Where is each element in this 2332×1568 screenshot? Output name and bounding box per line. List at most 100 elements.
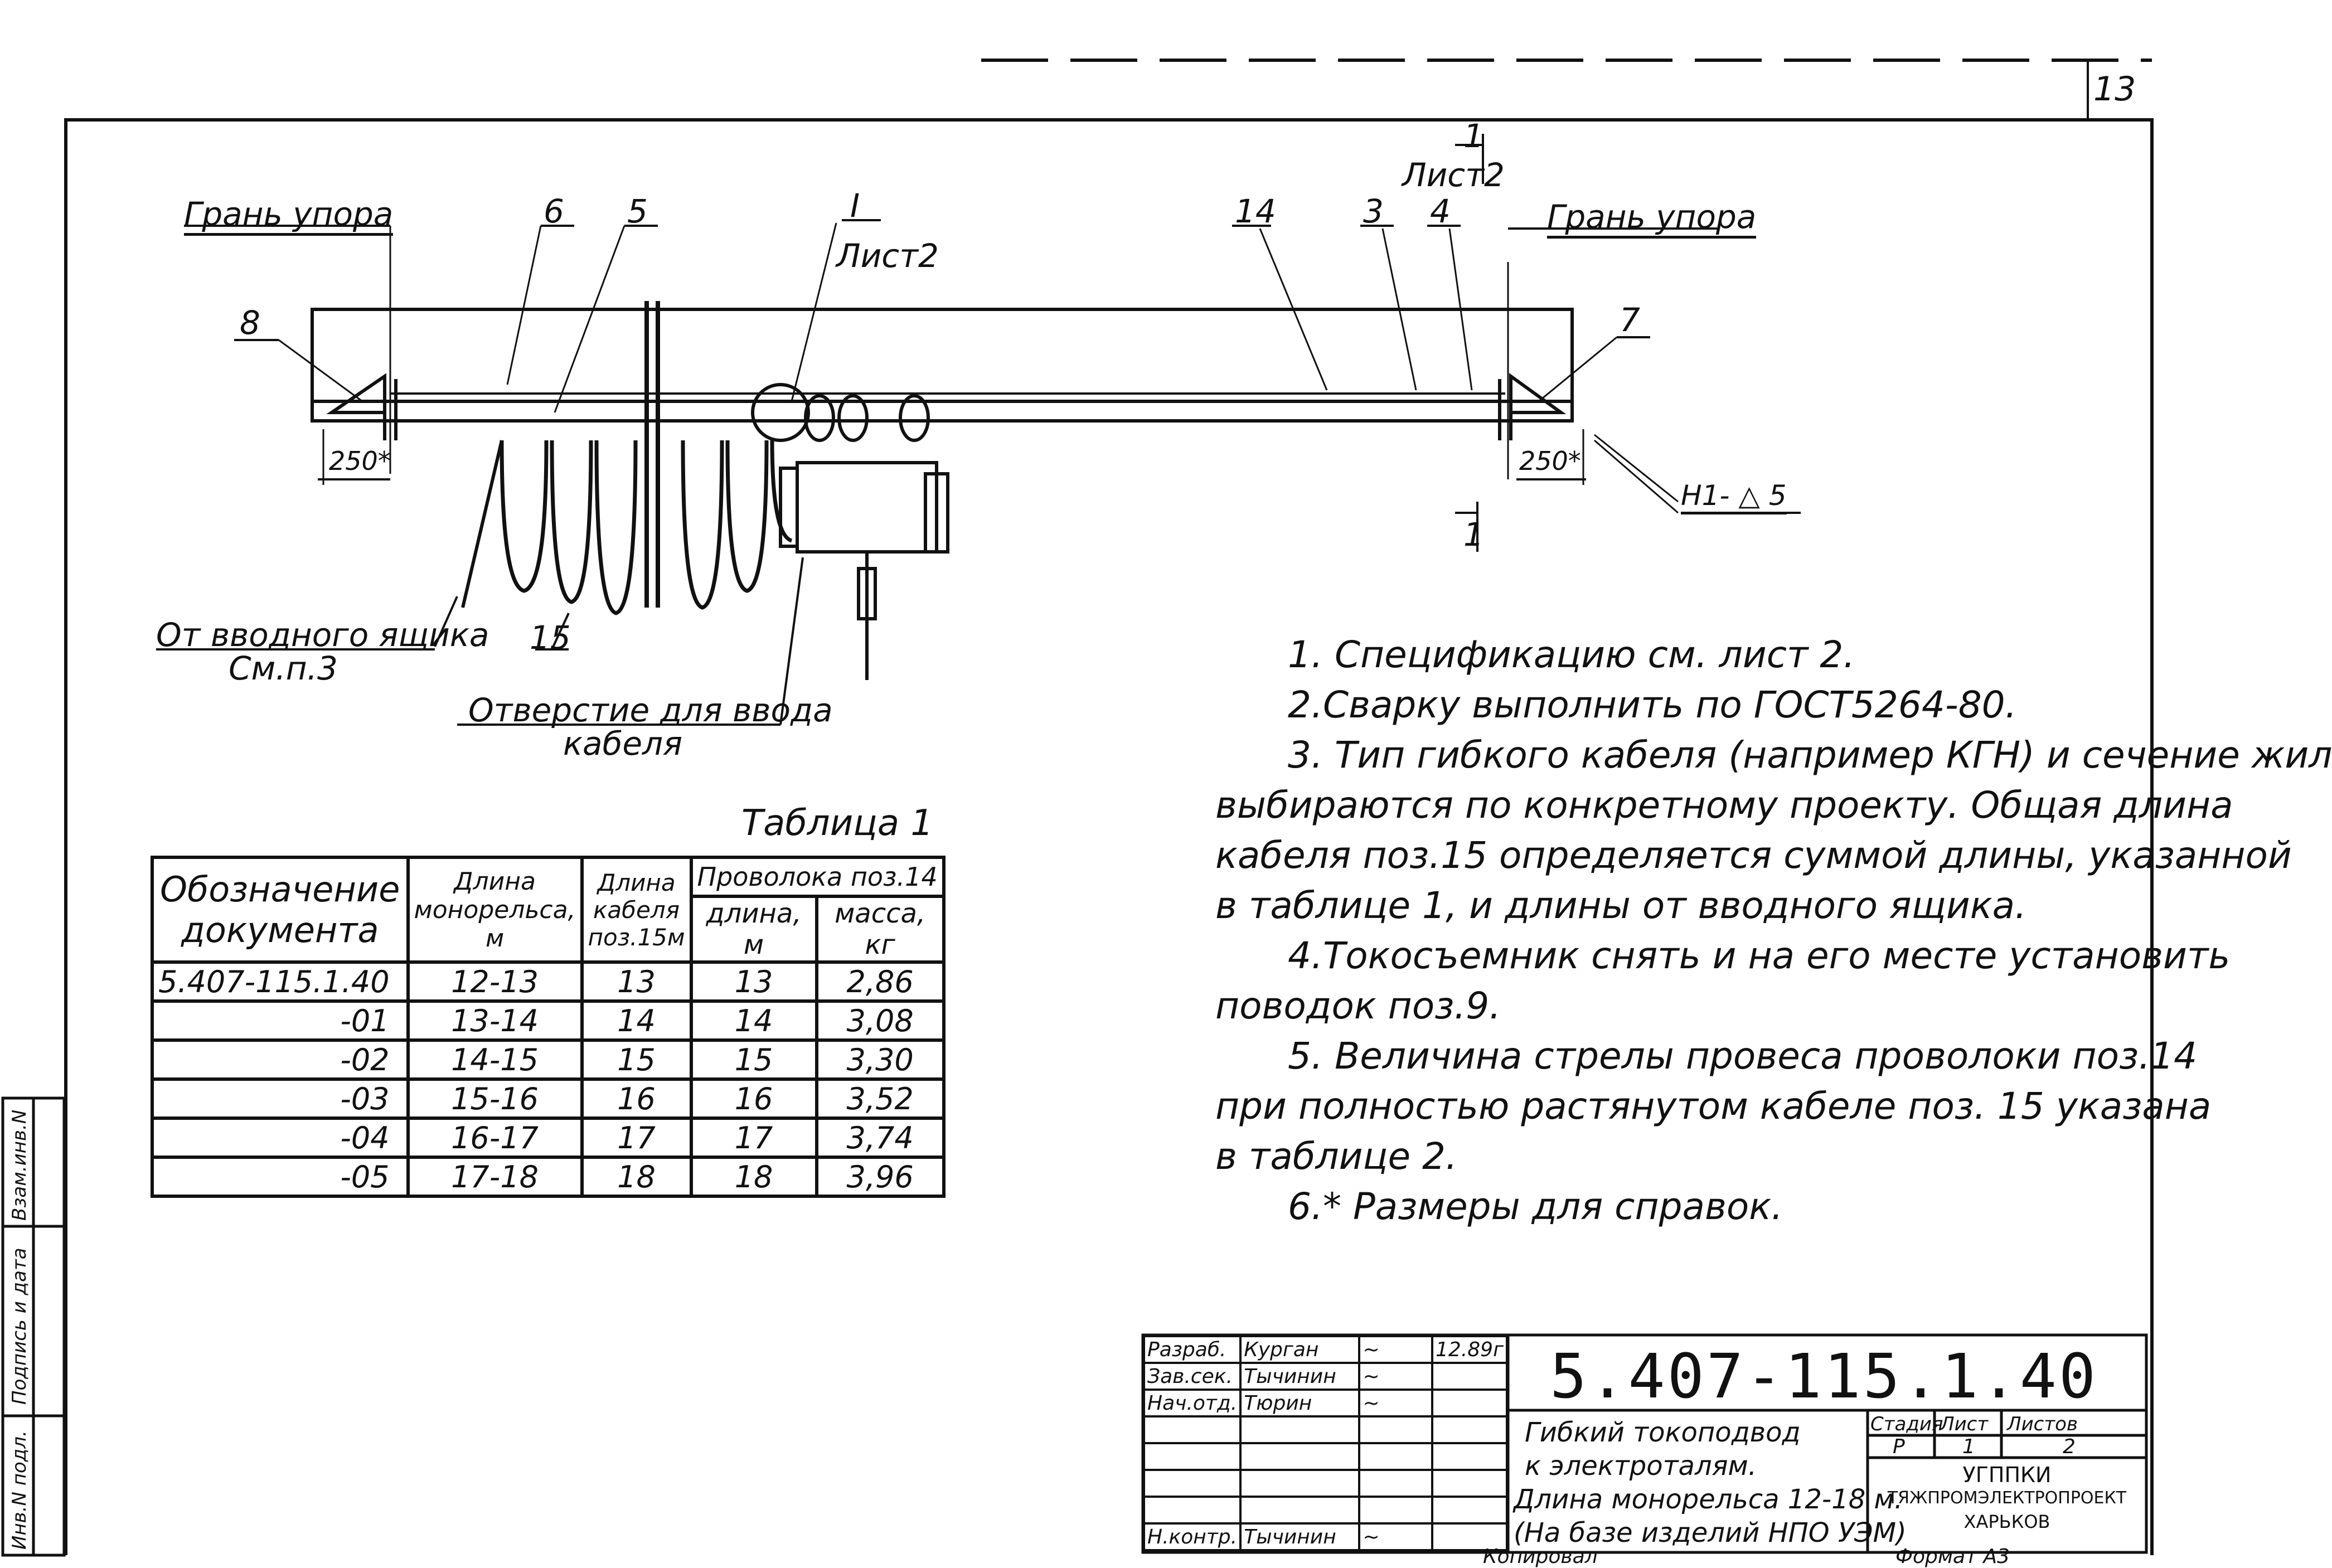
table-row: Разраб.Курган~12.89г — [1142, 1335, 1508, 1364]
role-cell — [1142, 1415, 1242, 1444]
note-3-cont-1: выбираются по конкретному проекту. Общая… — [1215, 784, 2233, 827]
name-cell: Курган — [1239, 1335, 1361, 1364]
document-title-line: к электроталям. — [1525, 1450, 1757, 1482]
note-6: 6.* Размеры для справок. — [1288, 1185, 1783, 1228]
table1-header-wire-mass: масса, кг — [814, 895, 946, 964]
document-title-line: Гибкий токоподвод — [1525, 1417, 1801, 1448]
signature-icon: ~ — [1358, 1335, 1434, 1364]
table-cell: 14 — [689, 999, 818, 1042]
table-row: -01 13-14 14 14 3,08 — [151, 999, 946, 1042]
table-cell: 5.407-115.1.40 — [151, 960, 410, 1003]
table-row: Зав.сек.Тычинин~ — [1142, 1362, 1508, 1391]
electric-hoist — [751, 383, 949, 680]
sheet-frame — [64, 118, 2154, 1555]
table1-header-designation: Обозначение документа — [151, 856, 410, 964]
label-list2-node: Лист2 — [836, 237, 939, 275]
organization: УГППКИ ТЯЖПРОМЭЛЕКТРОПРОЕКТ ХАРЬКОВ — [1870, 1463, 2144, 1533]
organization-line: ХАРЬКОВ — [1963, 1511, 2050, 1532]
sheets-value: 2 — [2063, 1435, 2076, 1458]
document-title: Гибкий токоподвод к электроталям. Длина … — [1514, 1416, 1907, 1550]
stage-value: Р — [1893, 1435, 1905, 1458]
table-cell: 3,52 — [814, 1077, 946, 1120]
table1-header-cable: Длина кабеля поз.15м — [580, 856, 693, 964]
name-cell — [1239, 1442, 1361, 1471]
table-cell: -01 — [151, 999, 410, 1042]
label-weld: Н1- △ 5 — [1681, 479, 1787, 514]
label-hole-1: Отверстие для ввода — [468, 691, 833, 729]
title-block-signatures: Разраб.Курган~12.89г Зав.сек.Тычинин~ На… — [1142, 1335, 1508, 1551]
label-pos-15: 15 — [530, 619, 571, 657]
side-stamp-frame — [1, 1096, 66, 1557]
table-cell: 2,86 — [814, 960, 946, 1003]
table-cell: 15-16 — [406, 1077, 584, 1120]
table-cell: 16-17 — [406, 1116, 584, 1159]
table-row — [1142, 1469, 1508, 1498]
label-pos-8: 8 — [240, 304, 260, 342]
note-1: 1. Спецификацию см. лист 2. — [1288, 633, 1855, 676]
table-cell: 3,96 — [814, 1156, 946, 1198]
signature-icon: ~ — [1358, 1362, 1434, 1391]
table-row — [1142, 1442, 1508, 1471]
side-replace-inv: Взам.инв.N — [8, 1109, 31, 1221]
table-cell: 14-15 — [406, 1038, 584, 1081]
date-cell: 12.89г — [1431, 1335, 1508, 1364]
label-pos-5: 5 — [627, 192, 648, 230]
label-hole-2: кабеля — [563, 725, 682, 763]
name-cell: Тюрин — [1239, 1389, 1361, 1417]
role-cell: Зав.сек. — [1142, 1362, 1242, 1391]
role-cell — [1142, 1442, 1242, 1471]
role-cell — [1142, 1496, 1242, 1525]
table-cell: 13-14 — [406, 999, 584, 1042]
label-dim-left: 250* — [329, 446, 391, 476]
name-cell — [1239, 1496, 1361, 1525]
label-see-p3: См.п.3 — [229, 649, 338, 687]
label-pos-7: 7 — [1620, 301, 1640, 339]
label-dim-right: 250* — [1519, 446, 1581, 476]
note-5: 5. Величина стрелы провеса проволоки поз… — [1288, 1035, 2198, 1077]
label-section-list2: Лист2 — [1402, 156, 1505, 194]
title-block-frame — [1141, 1333, 2148, 1554]
side-sign-date: Подпись и дата — [8, 1247, 31, 1405]
sheets-header: Листов — [2007, 1413, 2078, 1435]
notes-block: 1. Спецификацию см. лист 2. 2.Сварку вып… — [1215, 630, 2332, 1232]
table-cell: -02 — [151, 1038, 410, 1081]
label-pos-14: 14 — [1235, 192, 1276, 230]
stop-right — [1509, 373, 1567, 414]
stop-left — [326, 373, 386, 414]
table-cell: 17 — [689, 1116, 818, 1159]
table-cell: 3,08 — [814, 999, 946, 1042]
table1: Обозначение документа Длина монорельса, … — [151, 856, 946, 1198]
label-section-top: 1 — [1463, 117, 1484, 155]
table-row: -04 16-17 17 17 3,74 — [151, 1116, 946, 1159]
sheet-value: 1 — [1962, 1435, 1975, 1458]
note-4-cont: поводок поз.9. — [1215, 984, 1501, 1027]
table-cell: 3,74 — [814, 1116, 946, 1159]
label-face-right: Грань упора — [1547, 198, 1757, 239]
table-row: 5.407-115.1.40 12-13 13 13 2,86 — [151, 960, 946, 1003]
monorail-beam — [311, 308, 1574, 423]
table-cell: 13 — [689, 960, 818, 1003]
note-3-cont-3: в таблице 1, и длины от вводного ящика. — [1215, 884, 2027, 927]
role-cell: Н.контр. — [1142, 1522, 1242, 1551]
table-cell: 15 — [689, 1038, 818, 1081]
table-cell: -03 — [151, 1077, 410, 1120]
signature-icon: ~ — [1358, 1522, 1434, 1551]
label-from-box: От вводного ящика — [156, 616, 489, 654]
table-cell: -05 — [151, 1156, 410, 1198]
table-row: -05 17-18 18 18 3,96 — [151, 1156, 946, 1198]
drawing-canvas — [1, 59, 2154, 1557]
document-title-line: Длина монорельса 12-18 м. — [1514, 1484, 1903, 1515]
table-row — [1142, 1415, 1508, 1444]
note-2: 2.Сварку выполнить по ГОСТ5264-80. — [1288, 683, 2017, 726]
table-cell: 14 — [580, 999, 693, 1042]
note-5-cont-2: в таблице 2. — [1215, 1135, 1458, 1178]
role-cell — [1142, 1469, 1242, 1498]
organization-line: УГППКИ — [1962, 1463, 2052, 1487]
role-cell: Разраб. — [1142, 1335, 1242, 1364]
document-code: 5.407-115.1.40 — [1550, 1341, 2098, 1412]
table-cell: 16 — [689, 1077, 818, 1120]
table-cell: 13 — [580, 960, 693, 1003]
side-inv-orig: Инв.N подл. — [8, 1430, 31, 1550]
table-cell: 17 — [580, 1116, 693, 1159]
table-cell: 18 — [580, 1156, 693, 1198]
